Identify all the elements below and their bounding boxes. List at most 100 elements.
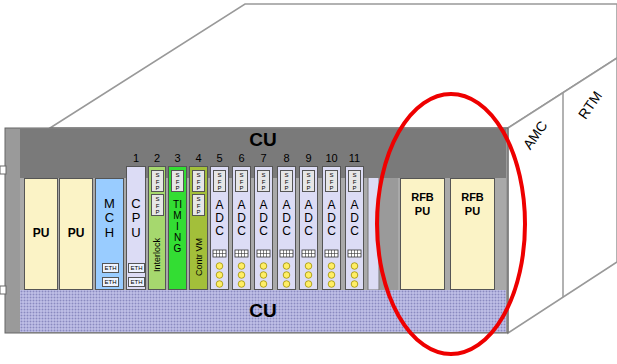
- led: [260, 263, 267, 270]
- card-label: MCH: [104, 197, 116, 240]
- slot-number: 2: [154, 153, 160, 164]
- card-label: SFP: [155, 196, 160, 216]
- led: [305, 272, 312, 279]
- card-label: Contr VM: [194, 238, 203, 276]
- led: [328, 281, 335, 288]
- card-label: SFP: [239, 172, 244, 192]
- led: [283, 281, 290, 288]
- card-label: SFP: [175, 172, 180, 192]
- card-label: ETH: [105, 265, 117, 272]
- crate-top-face: [50, 4, 617, 128]
- cu-band: CU: [20, 290, 506, 332]
- control-vm-card: SFP SFP Contr VM: [189, 166, 208, 290]
- timing-card: SFP TIMING: [168, 166, 187, 290]
- power-unit: PU: [59, 178, 93, 290]
- slot-number: 9: [305, 153, 311, 164]
- led: [283, 263, 290, 270]
- connector-grid: [235, 253, 248, 254]
- connector-icon: [348, 250, 361, 257]
- adc-card: SFP ADC: [210, 166, 229, 290]
- connector-grid: [257, 253, 270, 254]
- interlock-card: SFPSFPInterlock: [148, 166, 166, 290]
- connector-icon: [235, 250, 248, 257]
- card-label: ETH: [105, 279, 117, 286]
- mch-card: ETH ETH MCH: [95, 178, 124, 290]
- sfp-cage: SFP: [171, 170, 184, 192]
- card-label: ADC: [349, 199, 360, 239]
- slot-number: 5: [216, 153, 222, 164]
- led: [351, 272, 358, 279]
- card-label: CU: [249, 130, 276, 151]
- connector-grid: [325, 253, 338, 254]
- led: [238, 281, 245, 288]
- card-label: ADC: [214, 199, 225, 239]
- power-unit: PU: [24, 178, 58, 290]
- card-label: ADC: [326, 199, 337, 239]
- led: [260, 281, 267, 288]
- connector-grid: [348, 253, 361, 254]
- card-label: SFP: [155, 172, 160, 192]
- adc-card: SFP ADC: [299, 166, 318, 290]
- led: [260, 272, 267, 279]
- led: [238, 272, 245, 279]
- card-label: TIMING: [173, 199, 182, 254]
- adc-card: SFP ADC: [345, 166, 364, 290]
- card-label: ETH: [131, 265, 143, 272]
- card-label: SFP: [352, 172, 357, 192]
- card-label: SFP: [261, 172, 266, 192]
- card-label: SFP: [217, 172, 222, 192]
- led: [328, 263, 335, 270]
- sfp-cage: SFP: [325, 170, 338, 192]
- panel-divider: [562, 93, 564, 297]
- connector-grid: [213, 253, 226, 254]
- sfp-cage: SFP: [348, 170, 361, 192]
- connector-icon: [302, 250, 315, 257]
- card-label: PU: [33, 227, 50, 240]
- led: [305, 263, 312, 270]
- slot-number: 8: [283, 153, 289, 164]
- sfp-cage: SFP: [235, 170, 248, 192]
- slot-area: [20, 165, 506, 290]
- rack-ear: [0, 286, 6, 294]
- slot-number: 6: [238, 153, 244, 164]
- sfp-cage: SFP: [280, 170, 293, 192]
- connector-grid: [302, 253, 315, 254]
- rfb-power-unit: RFB PU: [400, 178, 445, 290]
- eth-port: ETH: [128, 263, 145, 273]
- eth-port: ETH: [128, 277, 145, 287]
- card-label: SFP: [196, 196, 201, 216]
- rack-ear: [0, 166, 6, 174]
- slot-number: 11: [349, 153, 360, 164]
- card-label: ETH: [131, 279, 143, 286]
- cpu-card: ETH ETH CPU: [126, 166, 146, 290]
- card-label: RFB PU: [408, 191, 438, 219]
- rfb-power-unit: RFB PU: [450, 178, 495, 290]
- sfp-cage: SFP: [151, 194, 164, 216]
- led: [216, 272, 223, 279]
- card-label: CPU: [130, 197, 142, 240]
- connector-grid: [280, 253, 293, 254]
- slot-number: 4: [195, 153, 201, 164]
- slot-number: 7: [260, 153, 266, 164]
- slot-number: 3: [174, 153, 180, 164]
- sfp-cage: SFP: [213, 170, 226, 192]
- eth-port: ETH: [102, 277, 119, 287]
- card-label: SFP: [329, 172, 334, 192]
- adc-card: SFPADC: [254, 166, 273, 290]
- adc-card: SFPADC: [232, 166, 251, 290]
- adc-card: SFP ADC: [322, 166, 341, 290]
- hidden-slot: [368, 166, 379, 290]
- slot-number: 1: [133, 153, 139, 164]
- card-label: ADC: [303, 199, 314, 239]
- card-label: SFP: [284, 172, 289, 192]
- led: [216, 281, 223, 288]
- led: [305, 281, 312, 288]
- sfp-cage: SFP: [192, 170, 205, 192]
- card-label: PU: [68, 227, 85, 240]
- card-label: SFP: [196, 172, 201, 192]
- sfp-cage: SFP: [151, 170, 164, 192]
- card-label: SFP: [306, 172, 311, 192]
- highlight-ellipse: [377, 94, 525, 354]
- empty-slot: [380, 166, 398, 290]
